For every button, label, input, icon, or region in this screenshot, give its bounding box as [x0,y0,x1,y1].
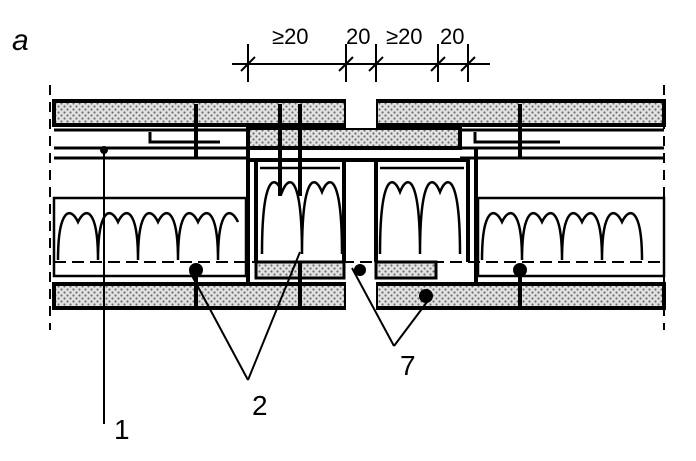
dimension-label-4: 20 [440,24,465,49]
insulation-center [260,166,464,255]
dimension-label-1: ≥20 [272,24,309,49]
fasteners [189,104,527,306]
callout-1: 1 [114,414,130,445]
frame-channels [54,128,664,160]
figure-letter: a [12,24,29,57]
frame-studs [246,148,478,282]
dimension-line [232,44,490,82]
dimension-label-2: 20 [346,24,371,49]
callout-7: 7 [400,350,416,381]
dimension-label-3: ≥20 [386,24,423,49]
insulation-side-right [476,196,666,278]
insulation-side-left [52,196,248,278]
inner-board-strip [254,260,438,280]
leader-lines [100,146,431,424]
callout-2: 2 [252,390,268,421]
top-joint-gap [346,98,376,128]
